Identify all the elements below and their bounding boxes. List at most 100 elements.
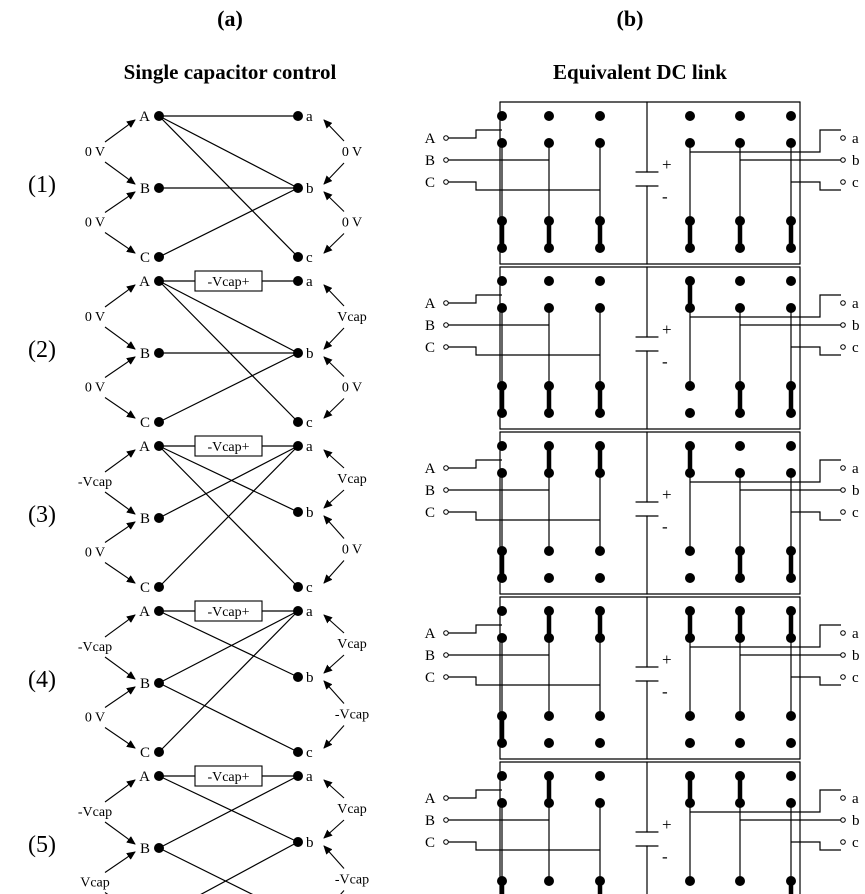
voltage-arrow xyxy=(323,233,345,254)
dc-switch-node xyxy=(497,711,507,721)
dc-switch-node xyxy=(685,798,695,808)
dc-switch-node xyxy=(735,771,745,781)
dc-switch-node xyxy=(595,738,605,748)
input-node-A xyxy=(154,276,164,286)
dc-switch-node xyxy=(685,303,695,313)
input-node-label: C xyxy=(140,415,150,431)
dc-input-label: A xyxy=(425,791,436,807)
dc-output-label: c xyxy=(852,670,859,686)
dc-input-label: C xyxy=(425,505,435,521)
connection-line xyxy=(158,682,299,753)
dc-cap-plus: + xyxy=(662,815,672,834)
dc-switch-node xyxy=(497,798,507,808)
dc-switch-node xyxy=(595,408,605,418)
dc-switch-node xyxy=(685,276,695,286)
dc-output-label: b xyxy=(852,153,860,169)
output-node-label: c xyxy=(306,580,313,596)
connection-line xyxy=(158,610,299,684)
voltage-label: 0 V xyxy=(342,145,362,160)
voltage-label: 0 V xyxy=(342,381,362,396)
dc-switch-node xyxy=(595,633,605,643)
dc-input-terminal xyxy=(443,817,449,823)
voltage-arrow xyxy=(104,656,136,680)
dc-wire-A xyxy=(448,294,502,304)
dc-switch-node xyxy=(735,546,745,556)
input-node-A xyxy=(154,606,164,616)
dc-cap-plus: + xyxy=(662,155,672,174)
output-node-label: b xyxy=(306,670,314,686)
voltage-arrow xyxy=(323,449,345,469)
dc-input-terminal xyxy=(443,839,449,845)
dc-input-terminal xyxy=(443,300,449,306)
dc-switch-node xyxy=(544,381,554,391)
dc-switch-node xyxy=(595,111,605,121)
input-node-B xyxy=(154,348,164,358)
dc-switch-node xyxy=(544,216,554,226)
connection-line xyxy=(158,352,299,423)
dc-switch-node xyxy=(735,468,745,478)
connection-line xyxy=(158,610,299,678)
voltage-arrow xyxy=(104,491,136,515)
row-label: (4) xyxy=(28,667,56,693)
dc-switch-node xyxy=(497,573,507,583)
voltage-label: -Vcap xyxy=(78,640,112,655)
dc-switch-node xyxy=(786,276,796,286)
voltage-arrow xyxy=(104,191,136,213)
dc-switch-node xyxy=(497,771,507,781)
dc-cap-minus: - xyxy=(662,847,668,866)
dc-switch-node xyxy=(497,633,507,643)
dc-switch-node xyxy=(595,468,605,478)
dc-switch-node xyxy=(786,441,796,451)
dc-switch-node xyxy=(595,216,605,226)
voltage-arrow xyxy=(104,397,136,419)
voltage-label: -Vcap xyxy=(335,708,369,723)
output-node-a xyxy=(293,771,303,781)
dc-wire-a xyxy=(690,624,841,648)
dc-input-label: A xyxy=(425,461,436,477)
dc-switch-node xyxy=(497,408,507,418)
dc-switch-node xyxy=(595,276,605,286)
voltage-arrow xyxy=(323,680,345,704)
dc-output-terminal xyxy=(840,157,846,163)
dc-switch-node xyxy=(786,771,796,781)
voltage-label: 0 V xyxy=(85,546,105,561)
dc-wire-A xyxy=(448,624,502,634)
dc-input-label: C xyxy=(425,340,435,356)
dc-switch-node xyxy=(735,111,745,121)
dc-switch-node xyxy=(685,216,695,226)
dc-switch-node xyxy=(735,138,745,148)
dc-switch-node xyxy=(544,441,554,451)
output-node-a xyxy=(293,606,303,616)
dc-switch-node xyxy=(786,606,796,616)
dc-output-label: a xyxy=(852,131,859,147)
dc-switch-node xyxy=(786,546,796,556)
dc-switch-node xyxy=(735,573,745,583)
dc-input-terminal xyxy=(443,795,449,801)
voltage-arrow xyxy=(104,119,136,143)
dc-wire-A xyxy=(448,459,502,469)
dc-output-terminal xyxy=(840,509,846,515)
panel-b-label: (b) xyxy=(617,6,644,31)
input-node-B xyxy=(154,843,164,853)
input-node-C xyxy=(154,747,164,757)
row-label: (5) xyxy=(28,832,56,858)
dc-input-label: A xyxy=(425,296,436,312)
dc-switch-node xyxy=(544,303,554,313)
dc-switch-node xyxy=(786,138,796,148)
voltage-arrow xyxy=(323,398,345,419)
voltage-arrow xyxy=(323,515,345,539)
dc-input-terminal xyxy=(443,322,449,328)
dc-switch-node xyxy=(735,381,745,391)
dc-output-label: a xyxy=(852,791,859,807)
voltage-arrow xyxy=(323,614,345,634)
dc-output-terminal xyxy=(840,300,846,306)
voltage-label: -Vcap xyxy=(78,805,112,820)
dc-switch-node xyxy=(595,876,605,886)
voltage-label: Vcap xyxy=(337,637,367,652)
input-node-label: A xyxy=(139,274,150,290)
dc-input-terminal xyxy=(443,509,449,515)
dc-switch-node xyxy=(497,381,507,391)
